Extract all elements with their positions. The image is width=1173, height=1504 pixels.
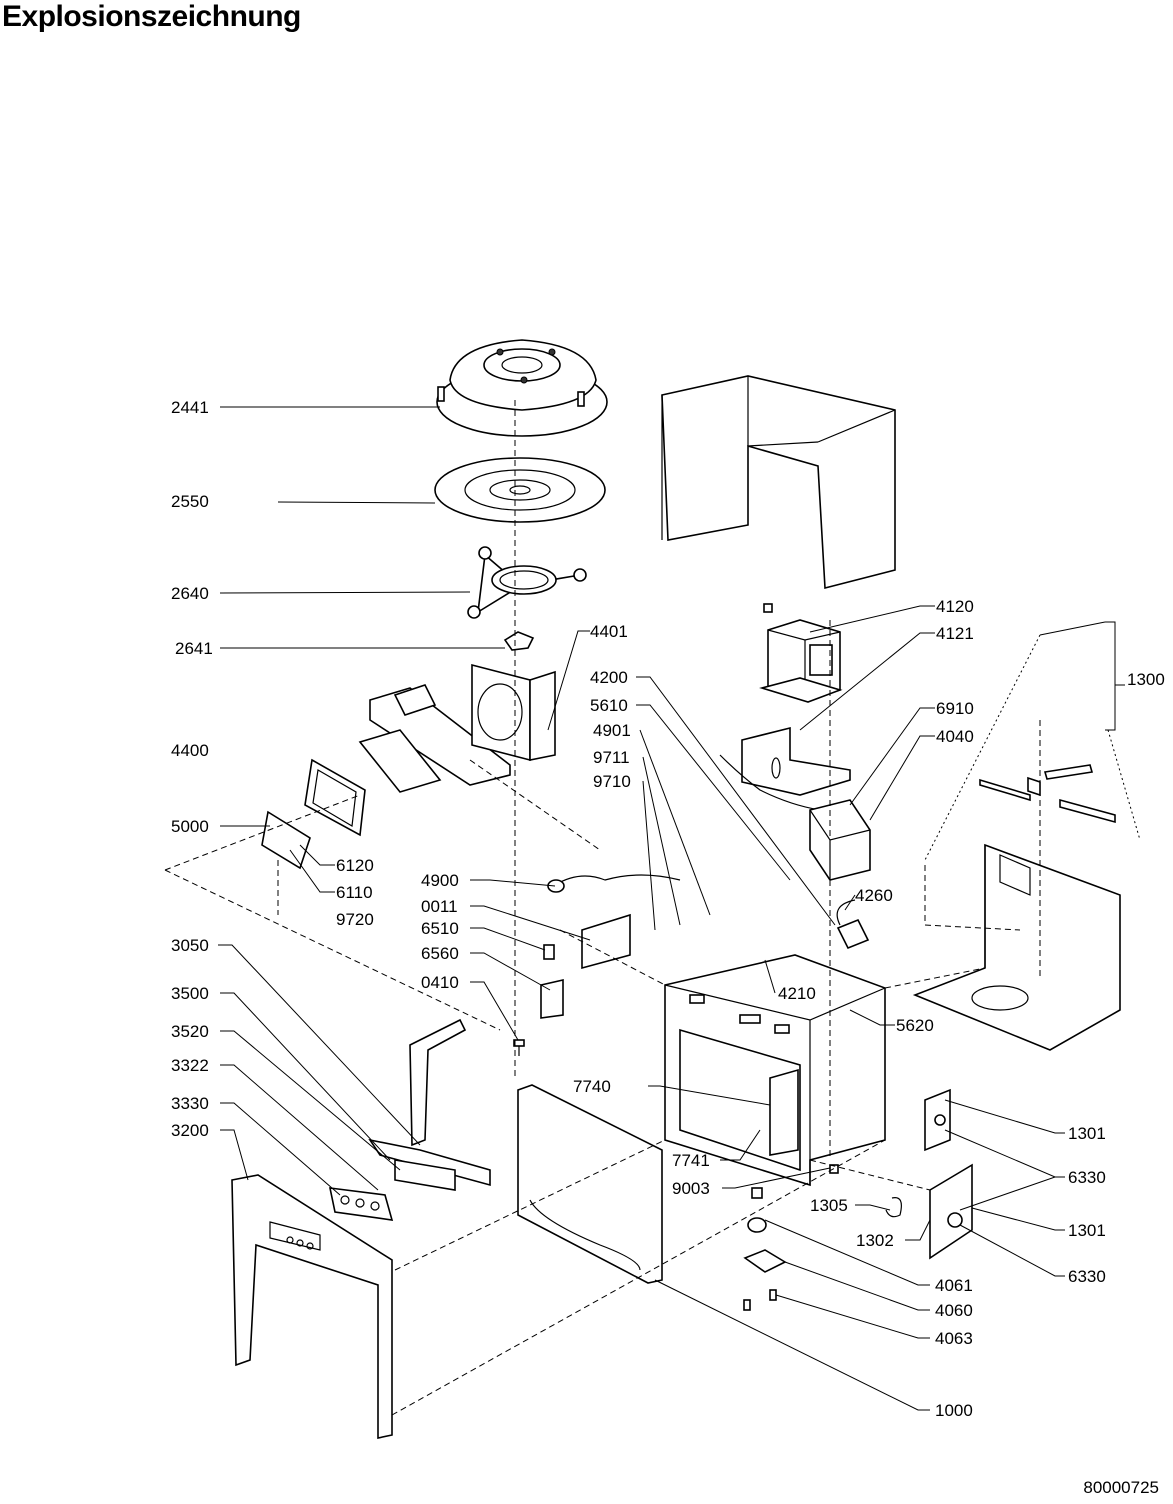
callout-4901: 4901 [593, 721, 631, 740]
callout-4040: 4040 [936, 727, 974, 746]
part-transformer-bracket [741, 726, 851, 796]
callout-3500: 3500 [171, 984, 209, 1003]
callout-6110: 6110 [336, 883, 373, 902]
callout-9711: 9711 [593, 748, 630, 767]
part-capacitor [809, 799, 871, 881]
callout-2441: 2441 [171, 398, 209, 417]
callout-6510: 6510 [421, 919, 459, 938]
callout-0011: 0011 [421, 897, 458, 916]
part-cover-dome [436, 339, 608, 437]
part-screw [513, 1039, 525, 1056]
part-roller-ring [467, 546, 587, 619]
part-front-frame [231, 1174, 393, 1439]
callout-6910: 6910 [936, 699, 974, 718]
part-lamp [540, 944, 564, 1019]
callout-labels: 2441 2550 2640 2641 4400 5000 6120 6110 … [171, 398, 1165, 1420]
callout-4063: 4063 [935, 1329, 973, 1348]
callout-7740: 7740 [573, 1077, 611, 1096]
part-door [517, 1084, 663, 1284]
callout-3330: 3330 [171, 1094, 209, 1113]
callout-1301-upper: 1301 [1068, 1124, 1106, 1143]
callout-2550: 2550 [171, 492, 209, 511]
callout-5000: 5000 [171, 817, 209, 836]
callout-1302: 1302 [856, 1231, 894, 1250]
callout-3050: 3050 [171, 936, 209, 955]
callout-5610: 5610 [590, 696, 628, 715]
callout-3322: 3322 [171, 1056, 209, 1075]
part-button-panel [328, 1187, 394, 1221]
callout-2641: 2641 [175, 639, 213, 658]
part-control-board [261, 758, 366, 870]
callout-1305: 1305 [810, 1196, 848, 1215]
callout-4060: 4060 [935, 1301, 973, 1320]
callout-4121: 4121 [936, 624, 974, 643]
callout-4401: 4401 [590, 622, 628, 641]
part-base-plate [912, 843, 1121, 1051]
part-diode [836, 899, 870, 950]
part-turntable-plate [434, 457, 606, 523]
part-bracket-plate [581, 913, 631, 970]
callout-6560: 6560 [421, 944, 459, 963]
callout-3520: 3520 [171, 1022, 209, 1041]
part-coupler [503, 631, 535, 651]
part-wire [719, 754, 821, 811]
callout-9710: 9710 [593, 772, 631, 791]
page-title: Explosionszeichnung [2, 0, 301, 33]
leader-lines [218, 406, 1125, 1411]
callout-4200: 4200 [590, 668, 628, 687]
callout-5620: 5620 [896, 1016, 934, 1035]
part-motor-assembly [358, 684, 511, 793]
callout-1301-lower: 1301 [1068, 1221, 1106, 1240]
callout-7741: 7741 [672, 1151, 710, 1170]
document-number: 80000725 [1083, 1478, 1159, 1497]
callout-1000: 1000 [935, 1401, 973, 1420]
callout-4120: 4120 [936, 597, 974, 616]
part-control-pcb [394, 1159, 456, 1191]
callout-4061: 4061 [935, 1276, 973, 1295]
part-fan-plate [471, 663, 556, 762]
callout-1300: 1300 [1127, 670, 1165, 689]
part-spring [885, 1197, 902, 1218]
callout-3200: 3200 [171, 1121, 209, 1140]
part-rails [979, 764, 1116, 824]
part-outer-casing [661, 375, 896, 590]
callout-9720: 9720 [336, 910, 374, 929]
callout-6330-upper: 6330 [1068, 1168, 1106, 1187]
callout-0410: 0410 [421, 973, 459, 992]
part-switch-bracket-lower [929, 1163, 973, 1260]
callout-4260: 4260 [855, 886, 893, 905]
callout-4400: 4400 [171, 741, 209, 760]
part-fuse-wire [547, 874, 681, 893]
callout-6120: 6120 [336, 856, 374, 875]
callout-9003: 9003 [672, 1179, 710, 1198]
part-turntable-motor [743, 1187, 787, 1311]
callout-6330-lower: 6330 [1068, 1267, 1106, 1286]
callout-4210: 4210 [778, 984, 816, 1003]
part-flat-cable [368, 1018, 491, 1187]
callout-2640: 2640 [171, 584, 209, 603]
assembly-lines [164, 620, 1141, 1416]
part-transformer [759, 603, 843, 703]
part-switch-bracket-upper [924, 1088, 951, 1152]
callout-4900: 4900 [421, 871, 459, 890]
